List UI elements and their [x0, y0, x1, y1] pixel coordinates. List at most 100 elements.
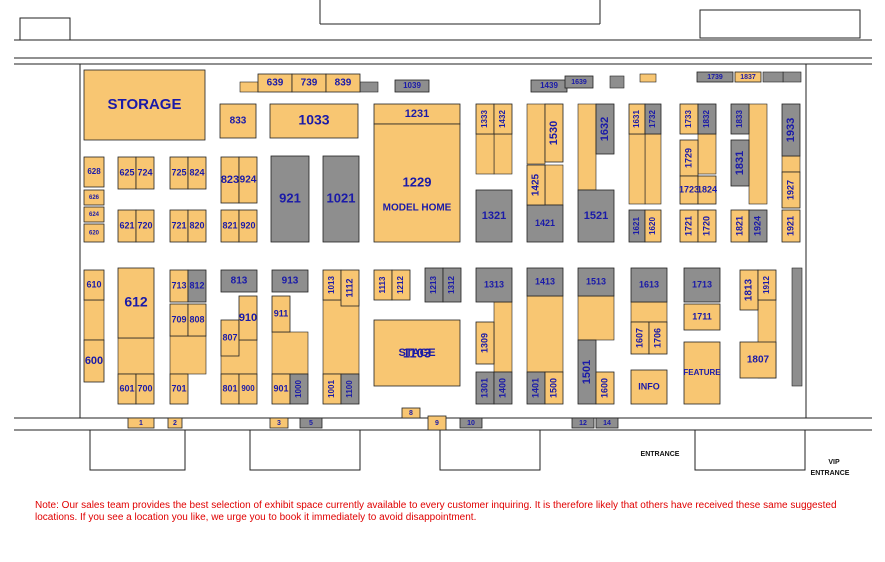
booth-box[interactable] — [644, 103, 662, 135]
booth-box[interactable] — [781, 103, 801, 157]
booth-box[interactable] — [696, 71, 734, 83]
booth-box[interactable] — [340, 269, 360, 307]
minor-booth[interactable] — [762, 71, 784, 83]
booth-700[interactable]: 700 — [135, 373, 155, 405]
booth-10[interactable]: 10 — [459, 417, 483, 429]
booth-box[interactable] — [475, 267, 513, 303]
minor-booth[interactable] — [781, 155, 801, 173]
booth-1912[interactable]: 1912 — [757, 269, 777, 301]
booth-1321[interactable]: 1321 — [475, 189, 513, 243]
booth-box[interactable] — [391, 269, 411, 301]
booth-box[interactable] — [83, 206, 105, 223]
booth-box[interactable] — [730, 139, 750, 187]
booth-1112[interactable]: 1112 — [340, 269, 360, 307]
booth-box[interactable] — [135, 373, 155, 405]
minor-booth[interactable] — [782, 71, 802, 83]
booth-725[interactable]: 725 — [169, 156, 189, 190]
booth-639[interactable]: 639 — [257, 73, 293, 93]
booth-1113[interactable]: 1113 — [373, 269, 393, 301]
booth-1401[interactable]: 1401 — [526, 371, 546, 405]
booth-1033[interactable]: 1033 — [269, 103, 359, 139]
booth-1832[interactable]: 1832 — [697, 103, 717, 135]
booth-1021[interactable]: 1021 — [322, 155, 360, 243]
booth-box[interactable] — [493, 371, 513, 405]
booth-1100[interactable]: 1100 — [340, 373, 360, 405]
booth-839[interactable]: 839 — [325, 73, 361, 93]
minor-booth[interactable] — [748, 103, 768, 205]
booth-box[interactable] — [544, 371, 564, 405]
booth-box[interactable] — [748, 209, 768, 243]
minor-booth[interactable] — [577, 295, 615, 341]
booth-1721[interactable]: 1721 — [679, 209, 699, 243]
booth-1813[interactable]: 1813 — [739, 269, 759, 311]
booth-1333[interactable]: 1333 — [475, 103, 495, 135]
booth-box[interactable] — [167, 417, 183, 429]
booth-box[interactable] — [459, 417, 483, 429]
booth-12[interactable]: 12 — [571, 417, 595, 429]
booth-1229[interactable]: 1229 — [373, 123, 461, 243]
booth-box[interactable] — [83, 189, 105, 206]
booth-1432[interactable]: 1432 — [493, 103, 513, 135]
booth-box[interactable] — [526, 164, 546, 206]
minor-booth[interactable] — [475, 133, 495, 175]
booth-box[interactable] — [83, 69, 206, 141]
booth-box[interactable] — [526, 204, 564, 243]
minor-booth[interactable] — [697, 133, 717, 175]
booth-1631[interactable]: 1631 — [628, 103, 646, 135]
booth-box[interactable] — [238, 156, 258, 204]
booth-823[interactable]: 823 — [220, 156, 240, 204]
booth-1927[interactable]: 1927 — [781, 171, 801, 209]
booth-1807[interactable]: 1807 — [739, 341, 777, 379]
booth-1212[interactable]: 1212 — [391, 269, 411, 301]
booth-box[interactable] — [270, 155, 310, 243]
minor-booth[interactable] — [644, 133, 662, 205]
booth-box[interactable] — [373, 123, 461, 243]
booth-713[interactable]: 713 — [169, 269, 189, 303]
booth-box[interactable] — [644, 209, 662, 243]
minor-booth[interactable] — [544, 164, 564, 206]
booth-625[interactable]: 625 — [117, 156, 137, 190]
booth-1513[interactable]: 1513 — [577, 267, 615, 297]
minor-booth[interactable] — [169, 335, 207, 375]
booth-1632[interactable]: 1632 — [595, 103, 615, 155]
booth-1732[interactable]: 1732 — [644, 103, 662, 135]
booth-box[interactable] — [475, 189, 513, 243]
booth-600[interactable]: 600 — [83, 339, 105, 383]
booth-box[interactable] — [269, 417, 289, 429]
booth-box[interactable] — [373, 319, 461, 387]
booth-box[interactable] — [238, 373, 258, 405]
booth-box[interactable] — [187, 269, 207, 303]
booth-1831[interactable]: 1831 — [730, 139, 750, 187]
booth-box[interactable] — [577, 189, 615, 243]
booth-5[interactable]: 5 — [299, 417, 323, 429]
minor-booth[interactable] — [322, 299, 360, 375]
booth-1301[interactable]: 1301 — [475, 371, 495, 405]
minor-booth[interactable] — [271, 331, 309, 375]
booth-709[interactable]: 709 — [169, 303, 189, 337]
booth-807[interactable]: 807 — [220, 319, 240, 357]
booth-1439[interactable]: 1439 — [530, 79, 568, 93]
booth-1833[interactable]: 1833 — [730, 103, 750, 135]
booth-box[interactable] — [564, 75, 594, 89]
booth-1501[interactable]: 1501 — [577, 339, 597, 405]
booth-1213[interactable]: 1213 — [424, 267, 444, 303]
booth-1013[interactable]: 1013 — [322, 269, 342, 301]
minor-booth[interactable] — [628, 133, 646, 205]
booth-box[interactable] — [401, 407, 421, 419]
booth-1[interactable]: 1 — [127, 417, 155, 429]
booth-box[interactable] — [299, 417, 323, 429]
booth-info[interactable]: INFO — [630, 369, 668, 405]
booth-box[interactable] — [289, 373, 309, 405]
booth-621[interactable]: 621 — [117, 209, 137, 243]
minor-booth[interactable] — [83, 299, 105, 341]
booth-box[interactable] — [781, 209, 801, 243]
booth-model-home[interactable]: MODEL HOME — [383, 203, 452, 214]
booth-8[interactable]: 8 — [401, 407, 421, 419]
booth-808[interactable]: 808 — [187, 303, 207, 337]
booth-box[interactable] — [757, 269, 777, 301]
booth-box[interactable] — [83, 339, 105, 383]
booth-box[interactable] — [187, 156, 207, 190]
booth-833[interactable]: 833 — [219, 103, 257, 139]
booth-box[interactable] — [734, 71, 762, 83]
booth-box[interactable] — [427, 415, 447, 431]
